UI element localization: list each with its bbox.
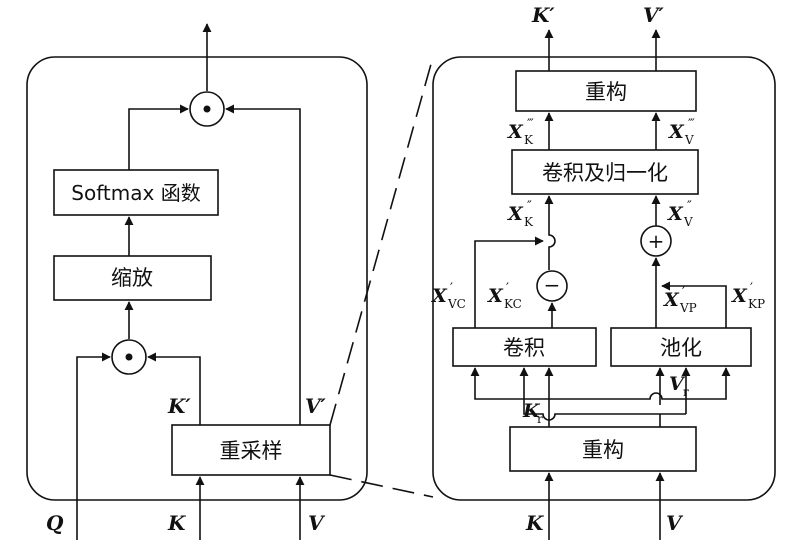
softmax-box xyxy=(53,169,219,216)
reconstruct-top-label: 重构 xyxy=(585,80,627,104)
kr-to-pool-arrow xyxy=(549,367,731,400)
softmax-to-dot-arrow xyxy=(128,104,189,170)
output-kprime-label: K′ xyxy=(531,3,555,27)
xvc-label: X VC ′ xyxy=(431,281,466,311)
left-bottom-dot-glyph xyxy=(125,353,133,361)
left-top-dot-operator xyxy=(189,91,225,127)
reconstruct-top-box xyxy=(515,70,697,112)
xv3-label: X V ‴ xyxy=(668,117,695,147)
svg-text:KC: KC xyxy=(504,297,522,311)
svg-text:V: V xyxy=(669,373,686,395)
svg-text:VC: VC xyxy=(447,297,466,311)
xk2-arrow xyxy=(544,195,556,270)
conv-norm-box xyxy=(511,149,699,195)
left-panel-frame xyxy=(26,56,368,501)
svg-text:′: ′ xyxy=(450,281,453,296)
pool-box xyxy=(610,327,752,367)
kprime-to-dot-arrow xyxy=(147,352,201,425)
svg-text:′: ′ xyxy=(682,285,685,300)
resample-box xyxy=(171,424,331,476)
input-v-label: V xyxy=(308,511,326,535)
xvc-to-plus-arrow xyxy=(474,236,544,328)
reconstruct-bottom-label: 重构 xyxy=(582,438,624,462)
zoom-line-top xyxy=(329,56,434,426)
vr-label: V r xyxy=(669,373,689,399)
svg-text:′: ′ xyxy=(750,281,753,296)
input-k-label: K xyxy=(167,511,187,535)
xvp-label: X VP ′ xyxy=(663,285,697,315)
right-input-k-label: K xyxy=(525,511,545,535)
svg-text:X: X xyxy=(431,285,448,307)
left-top-dot-glyph xyxy=(203,105,211,113)
xkp-label: X KP ′ xyxy=(731,281,765,311)
plus-glyph: + xyxy=(648,229,665,253)
svg-text:V: V xyxy=(684,133,694,147)
svg-text:″: ″ xyxy=(527,199,532,214)
svg-text:X: X xyxy=(507,121,524,143)
kr-to-conv-left-arrow xyxy=(470,367,549,400)
resample-label: 重采样 xyxy=(220,439,283,463)
svg-text:X: X xyxy=(668,121,685,143)
svg-text:″: ″ xyxy=(687,199,692,214)
svg-text:′: ′ xyxy=(506,281,509,296)
svg-text:KP: KP xyxy=(748,297,765,311)
svg-text:K: K xyxy=(524,215,534,229)
xkc-label: X KC ′ xyxy=(487,281,522,311)
svg-text:X: X xyxy=(487,285,504,307)
svg-text:X: X xyxy=(667,203,684,225)
scale-label: 缩放 xyxy=(111,266,153,290)
q-to-dot-arrow xyxy=(76,352,111,540)
input-q-label: Q xyxy=(46,511,64,535)
plus-operator xyxy=(640,225,672,257)
pool-label: 池化 xyxy=(660,336,702,360)
svg-text:X: X xyxy=(731,285,748,307)
svg-text:r: r xyxy=(537,412,543,426)
minus-glyph: − xyxy=(544,273,561,297)
output-vprime-label: V′ xyxy=(643,3,665,27)
svg-text:K: K xyxy=(524,133,534,147)
v-prime-label: V′ xyxy=(305,394,327,418)
right-panel-frame xyxy=(432,56,776,501)
minus-operator xyxy=(536,270,568,302)
svg-text:X: X xyxy=(663,289,680,311)
svg-text:‴: ‴ xyxy=(527,117,534,132)
svg-text:‴: ‴ xyxy=(688,117,695,132)
conv-label: 卷积 xyxy=(503,336,545,360)
vprime-to-dot-arrow xyxy=(225,104,301,425)
zoom-line-bottom xyxy=(329,474,434,498)
xv2-label: X V ″ xyxy=(667,199,693,229)
conv-box xyxy=(452,327,597,367)
kr-label: K r xyxy=(522,400,543,426)
xk3-label: X K ‴ xyxy=(507,117,534,147)
scale-box xyxy=(53,255,212,301)
svg-text:r: r xyxy=(683,385,689,399)
vr-to-conv-arrow xyxy=(519,367,660,421)
xk2-label: X K ″ xyxy=(507,199,534,229)
k-prime-label: K′ xyxy=(167,394,191,418)
left-bottom-dot-operator xyxy=(111,339,147,375)
svg-text:X: X xyxy=(507,203,524,225)
conv-norm-label: 卷积及归一化 xyxy=(542,161,668,185)
right-input-v-label: V xyxy=(666,511,684,535)
svg-text:K: K xyxy=(522,400,541,422)
svg-text:V: V xyxy=(683,215,693,229)
softmax-label: Softmax 函数 xyxy=(71,181,200,205)
svg-text:VP: VP xyxy=(679,301,697,315)
xkp-to-minus-arrow xyxy=(661,281,727,328)
reconstruct-bottom-box xyxy=(509,426,697,472)
